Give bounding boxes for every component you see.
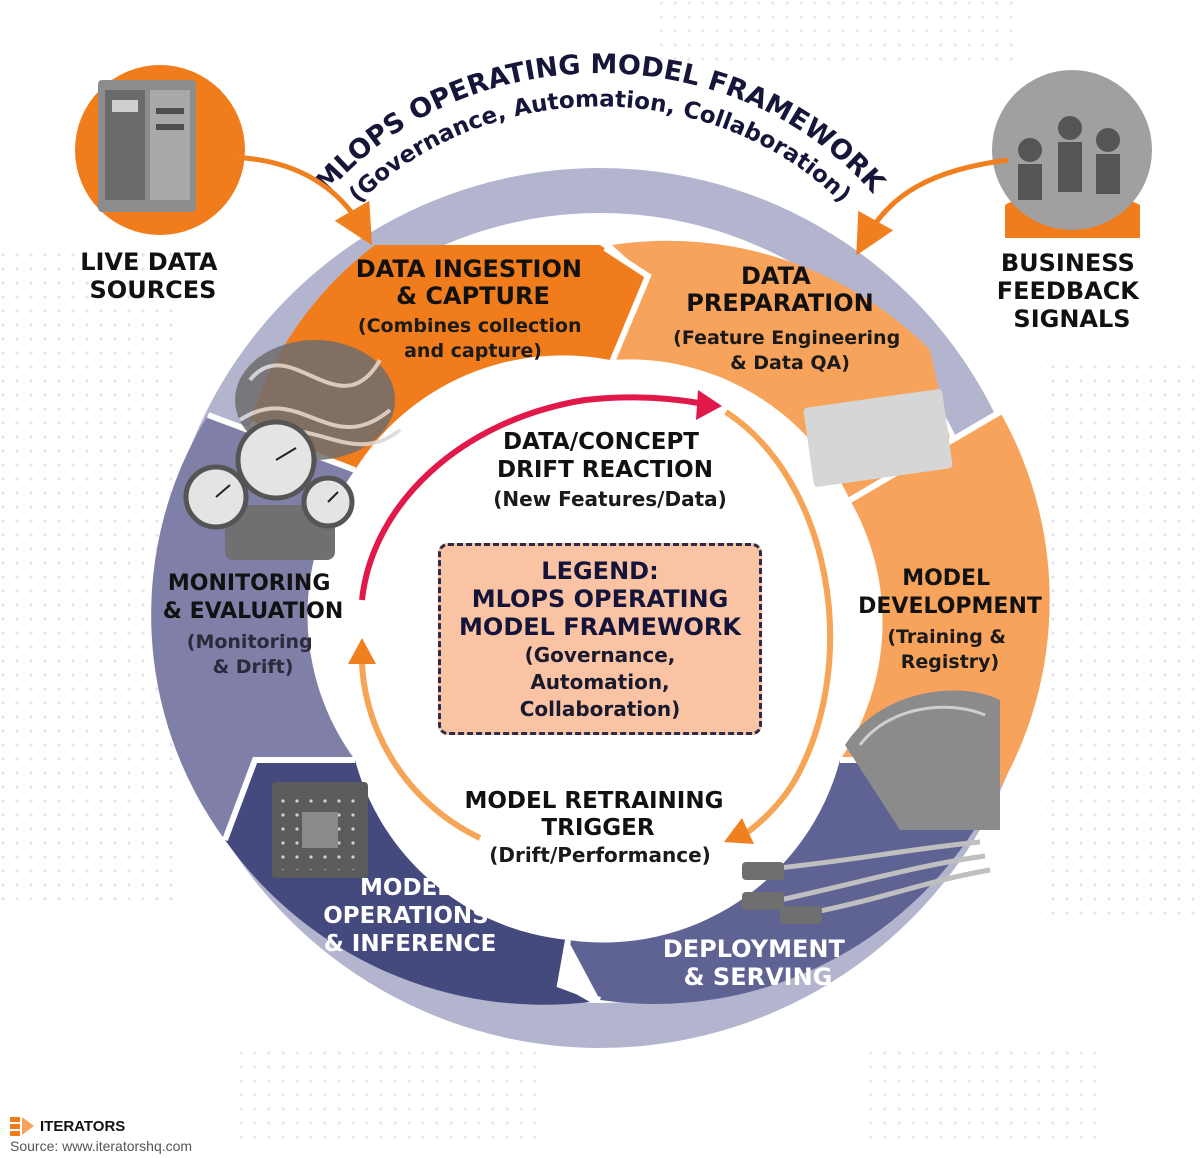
retrain-loop-arrow-left: [358, 651, 482, 841]
legend-subtitle-line: Automation,: [530, 669, 670, 694]
preparation-title: DATA PREPARATION: [686, 262, 873, 317]
monitoring-subtitle: (Monitoring & Drift): [187, 631, 319, 678]
retrain-loop-arrow-right: [724, 409, 834, 835]
drift-reaction-arrow: [359, 394, 706, 601]
legend-box: LEGEND: MLOPS OPERATING MODEL FRAMEWORK …: [438, 543, 762, 735]
legend-title-line: LEGEND:: [541, 556, 659, 585]
preparation-subtitle: (Feature Engineering & Data QA): [673, 327, 907, 374]
retrain-arrow-head-right: [724, 818, 754, 844]
segment-divider: [556, 939, 602, 1003]
halftone-dots: [1040, 360, 1200, 920]
iterators-logo-icon: [10, 1117, 34, 1136]
legend-title-line: MODEL FRAMEWORK: [459, 612, 741, 641]
development-title: MODEL DEVELOPMENT: [858, 566, 1042, 619]
segment-divider: [222, 757, 355, 842]
drift-arrow-head: [696, 390, 722, 420]
brand: ITERATORS: [10, 1114, 125, 1138]
business-feedback-label: BUSINESS FEEDBACK SIGNALS: [997, 249, 1148, 333]
halftone-dots: [240, 1040, 540, 1140]
retrain-arrow-head-left: [348, 638, 376, 664]
cpu-chip-image: [272, 782, 368, 878]
halftone-dots: [0, 250, 180, 900]
monitoring-title: MONITORING & EVALUATION: [163, 571, 343, 624]
business-feedback-image: [992, 70, 1152, 238]
ingestion-title: DATA INGESTION & CAPTURE: [356, 255, 591, 310]
punch-card-image: [803, 389, 953, 487]
source-credit: Source: www.iteratorshq.com: [10, 1138, 193, 1154]
live-data-sources-label: LIVE DATA SOURCES: [80, 248, 226, 304]
segment-divider: [603, 245, 652, 364]
legend-subtitle-line: Collaboration): [519, 696, 681, 721]
development-subtitle: (Training & Registry): [887, 626, 1012, 673]
retrain-trigger-subtitle: (Drift/Performance): [489, 843, 711, 867]
drift-reaction-title: DATA/CONCEPT DRIFT REACTION: [497, 429, 713, 483]
stage-deployment-serving: [568, 760, 985, 1004]
ingestion-subtitle: (Combines collection and capture): [358, 315, 588, 362]
business-feedback-arrow: [856, 157, 1009, 256]
live-data-arrow: [231, 154, 373, 246]
halftone-dots: [860, 1040, 1100, 1140]
drift-reaction-subtitle: (New Features/Data): [493, 487, 727, 511]
retrain-trigger-title: MODEL RETRAINING TRIGGER: [464, 788, 731, 841]
legend-subtitle-line: (Governance,: [524, 642, 676, 667]
fiber-cables-image: [742, 839, 991, 924]
brand-name: ITERATORS: [40, 1117, 126, 1135]
pressure-gauges-image: [183, 419, 355, 560]
legend-title-line: MLOPS OPERATING: [471, 584, 729, 613]
halftone-dots: [660, 0, 1020, 70]
wafer-image: [845, 690, 1000, 830]
deployment-title: DEPLOYMENT & SERVING: [663, 935, 853, 991]
operations-title: MODEL OPERATIONS & INFERENCE: [323, 875, 496, 957]
live-data-sources-image: [75, 65, 245, 235]
